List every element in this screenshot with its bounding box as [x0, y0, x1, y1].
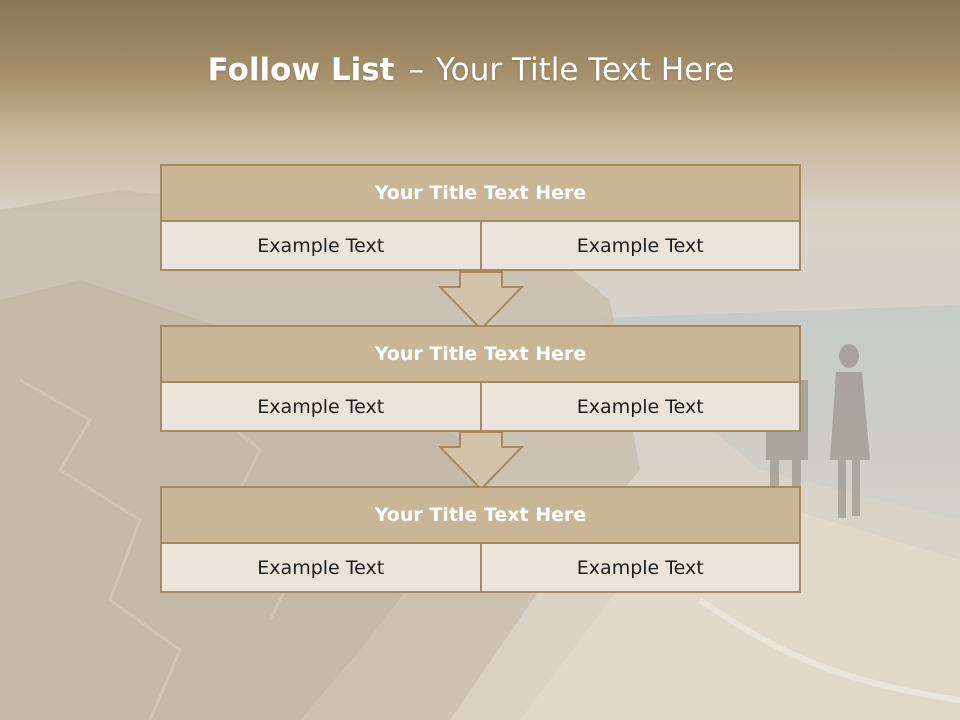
title-bold-part: Follow List: [207, 52, 395, 88]
step-cell-right: Example Text: [479, 544, 799, 591]
step-cell-right: Example Text: [479, 222, 799, 269]
step-row: Example Text Example Text: [162, 383, 799, 430]
step-row: Example Text Example Text: [162, 544, 799, 591]
step-box-3: Your Title Text Here Example Text Exampl…: [160, 486, 801, 593]
step-cell-right: Example Text: [479, 383, 799, 430]
title-rest: Your Title Text Here: [435, 52, 735, 88]
down-arrow-icon: [438, 431, 524, 491]
step-box-1: Your Title Text Here Example Text Exampl…: [160, 164, 801, 271]
slide-title: Follow List–Your Title Text Here: [0, 52, 942, 88]
title-dash: –: [408, 52, 424, 88]
step-cell-left: Example Text: [162, 544, 480, 591]
step-cell-left: Example Text: [162, 383, 480, 430]
step-heading: Your Title Text Here: [162, 327, 799, 383]
step-heading: Your Title Text Here: [162, 166, 799, 222]
step-cell-left: Example Text: [162, 222, 480, 269]
step-row: Example Text Example Text: [162, 222, 799, 269]
step-box-2: Your Title Text Here Example Text Exampl…: [160, 325, 801, 432]
down-arrow-icon: [438, 271, 524, 331]
step-heading: Your Title Text Here: [162, 488, 799, 544]
